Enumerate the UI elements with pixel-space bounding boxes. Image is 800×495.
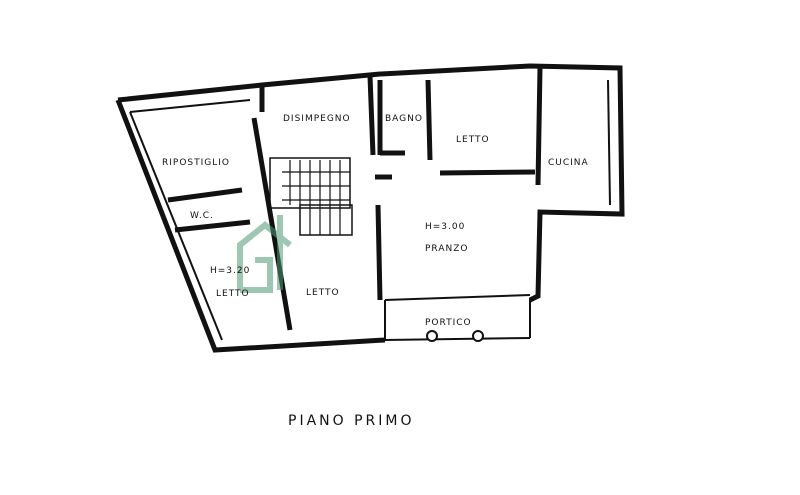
room-label-disimpegno: DISIMPEGNO [283, 114, 351, 124]
plan-title: PIANO PRIMO [288, 413, 415, 429]
room-label-letto-left: LETTO [216, 289, 250, 299]
staircase [269, 157, 353, 236]
room-label-cucina: CUCINA [548, 158, 589, 168]
room-label-ripostiglio: RIPOSTIGLIO [162, 158, 230, 168]
room-label-portico: PORTICO [425, 318, 472, 328]
room-label-pranzo: PRANZO [425, 244, 468, 254]
watermark-logo [237, 215, 292, 293]
interior-walls [167, 67, 543, 341]
portico-columns [426, 330, 484, 342]
room-label-wc: W.C. [190, 211, 214, 221]
room-label-bagno: BAGNO [385, 114, 423, 124]
room-height-center: H=3.00 [425, 222, 465, 232]
exterior-walls [115, 63, 625, 353]
room-label-letto-top: LETTO [456, 135, 490, 145]
room-label-letto-mid: LETTO [306, 288, 340, 298]
room-height-left: H=3.20 [210, 266, 250, 276]
